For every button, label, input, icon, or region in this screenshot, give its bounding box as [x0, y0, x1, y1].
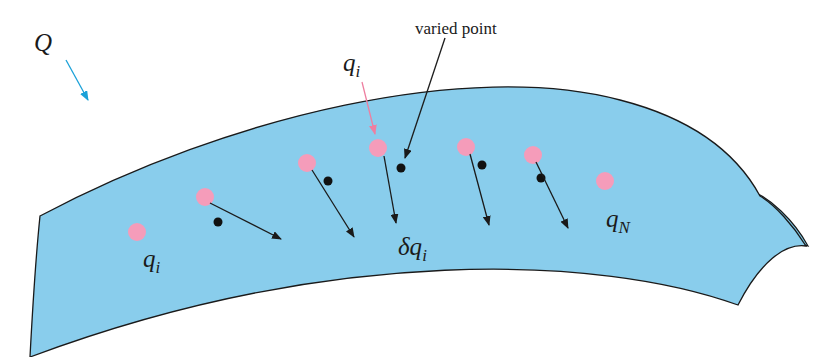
label-group: Q — [34, 30, 52, 55]
variable-symbol: q — [343, 49, 356, 76]
leader-line — [405, 38, 445, 158]
variation-arrows — [210, 154, 568, 239]
subscript: N — [619, 218, 630, 237]
text-label: varied point — [415, 19, 497, 38]
label-group: δqi — [398, 234, 427, 259]
label-group: varied point — [415, 20, 497, 37]
variable-symbol: q — [143, 245, 156, 272]
label-group: qi — [143, 246, 160, 271]
subscript: i — [356, 62, 361, 81]
label-group: qN — [606, 206, 630, 231]
leader-line — [66, 60, 88, 100]
label-group: qi — [343, 50, 360, 75]
manifold-surface — [30, 87, 806, 357]
path-points — [128, 138, 614, 241]
subscript: i — [156, 258, 161, 277]
variable-symbol: q — [606, 205, 619, 232]
varied-points — [214, 161, 546, 227]
subscript: i — [422, 246, 427, 265]
leader-line — [362, 82, 375, 134]
text-label: Q — [34, 29, 52, 56]
variable-symbol: δq — [398, 233, 422, 260]
